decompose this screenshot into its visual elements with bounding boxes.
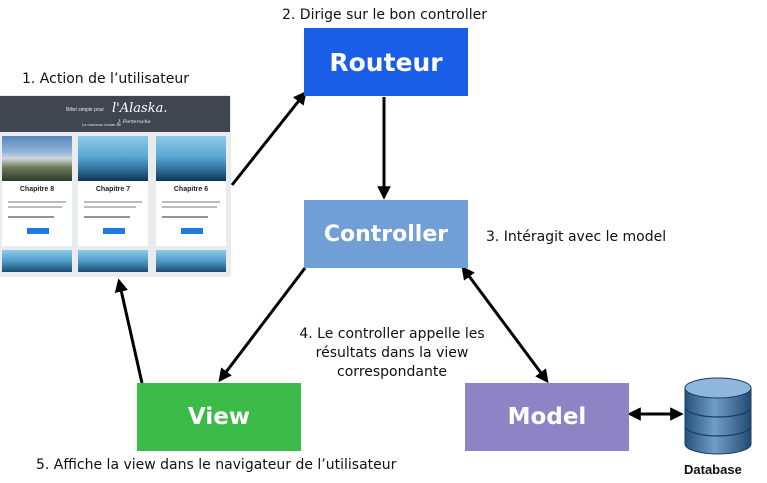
iceberg-image xyxy=(156,136,226,181)
screenshot-card-3-title: Chapitre 6 xyxy=(173,186,209,193)
controller-box: Controller xyxy=(304,200,468,268)
step-4-label-line-3: correspondante xyxy=(337,364,447,380)
text-line xyxy=(8,201,66,203)
screenshot-card-2-title: Chapitre 7 xyxy=(95,186,131,193)
database-icon xyxy=(684,377,752,455)
arrow-controller-model-bidirectional xyxy=(461,265,549,384)
step-4-label-line-1: 4. Le controller appelle les xyxy=(299,326,485,342)
view-label: View xyxy=(187,404,251,430)
text-line xyxy=(162,201,220,203)
routeur-box: Routeur xyxy=(304,28,468,96)
text-line xyxy=(8,206,62,208)
iceberg-thumbnail xyxy=(156,250,226,272)
screenshot-header-script-text: l'Alaska. xyxy=(112,101,168,116)
screenshot-card-1-button xyxy=(27,228,49,234)
screenshot-card-1: Chapitre 8 xyxy=(2,136,72,246)
iceberg-thumbnail xyxy=(2,250,72,272)
iceberg-thumbnail xyxy=(78,250,148,272)
arrow-screenshot-to-routeur xyxy=(230,90,307,186)
view-box: View xyxy=(137,383,301,451)
screenshot-card-3-button xyxy=(181,228,203,234)
iceberg-image xyxy=(78,136,148,181)
step-1-label: 1. Action de l’utilisateur xyxy=(22,71,190,87)
screenshot-header-subtitle: Le nouveau roman de xyxy=(82,122,121,127)
database-label: Database xyxy=(684,462,742,477)
text-line xyxy=(84,201,142,203)
screenshot-card-2-button xyxy=(103,228,125,234)
step-3-label: 3. Intéragit avec le model xyxy=(486,229,667,245)
screenshot-card-1-title: Chapitre 8 xyxy=(19,186,55,193)
step-5-label: 5. Affiche la view dans le navigateur de… xyxy=(36,457,397,473)
model-label: Model xyxy=(507,404,587,430)
text-line xyxy=(162,206,217,208)
screenshot-card-3: Chapitre 6 xyxy=(156,136,226,246)
text-line xyxy=(8,216,54,218)
landscape-image xyxy=(2,136,72,181)
text-line xyxy=(162,216,208,218)
controller-label: Controller xyxy=(323,221,449,247)
screenshot-header-small-text: Billet simple pour xyxy=(66,107,105,113)
step-4-label-line-2: résultats dans la view xyxy=(315,345,469,361)
arrow-controller-to-view xyxy=(218,267,307,383)
browser-screenshot: Billet simple pour l'Alaska. Le nouveau … xyxy=(0,96,230,276)
screenshot-header-author: J. Forteroche xyxy=(118,119,151,125)
text-line xyxy=(84,216,130,218)
screenshot-card-2: Chapitre 7 xyxy=(78,136,148,246)
step-2-label: 2. Dirige sur le bon controller xyxy=(282,7,487,23)
text-line xyxy=(84,206,136,208)
model-box: Model xyxy=(465,383,629,451)
arrow-view-to-screenshot xyxy=(114,278,144,384)
screenshot-header: Billet simple pour l'Alaska. Le nouveau … xyxy=(0,96,230,132)
routeur-label: Routeur xyxy=(329,47,443,77)
